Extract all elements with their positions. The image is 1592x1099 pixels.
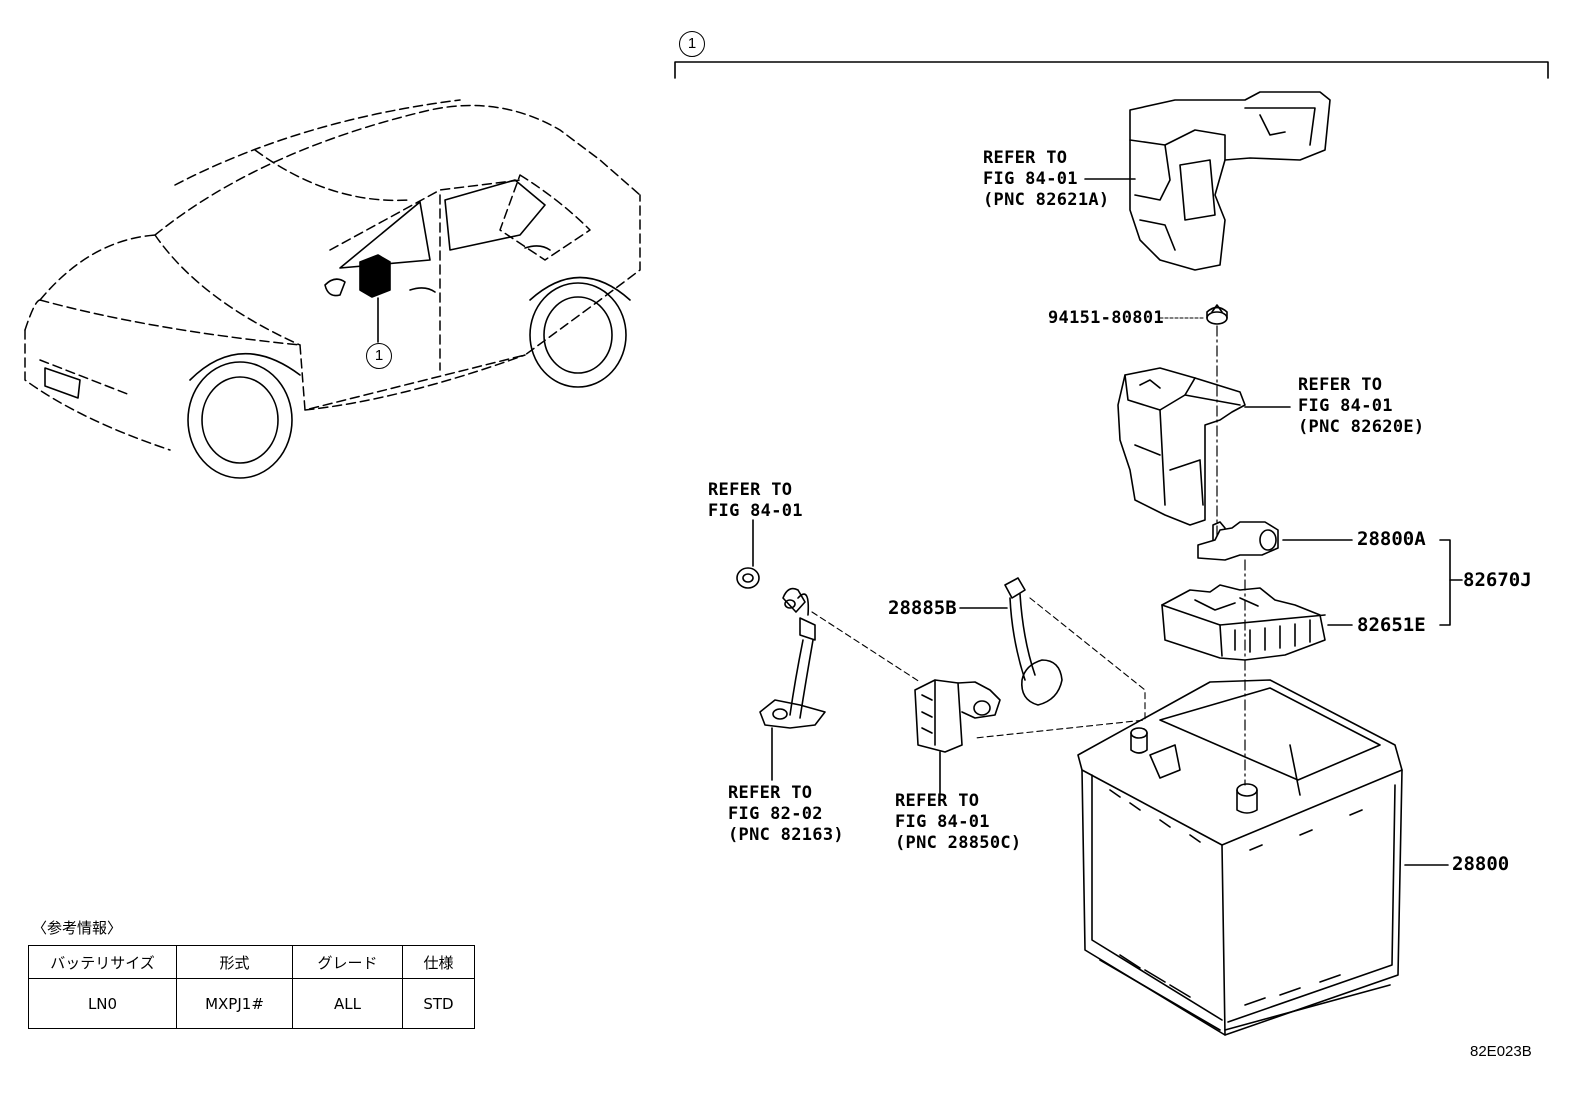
ground-bolt [736,567,760,589]
refer-terminal-label: REFER TO FIG 84-01 (PNC 28850C) [895,791,1022,853]
header-battery-size: バッテリサイズ [28,945,177,979]
cell-battery-size: LN0 [28,978,177,1029]
header-grade: グレード [292,945,403,979]
header-model: 形式 [176,945,293,979]
cable-part-number: 28885B [888,597,957,619]
vehicle-location-callout: 1 [366,343,392,369]
relay-block [1117,367,1246,526]
clamp-part-number: 28800A [1357,528,1426,550]
refer-cable-label: REFER TO FIG 82-02 (PNC 82163) [728,783,844,845]
header-spec: 仕様 [402,945,475,979]
refer-relay-block-label: REFER TO FIG 84-01 (PNC 82620E) [1298,375,1425,437]
vehicle-solid-parts [44,179,631,479]
nut-94151 [1206,304,1228,325]
ground-cable [759,587,826,729]
battery-28800 [1077,679,1403,1036]
reference-info-table: バッテリサイズ 形式 グレード 仕様 LN0 MXPJ1# ALL STD [28,945,475,1029]
terminal-28850C [914,679,1001,753]
battery-part-number: 28800 [1452,853,1510,875]
cable-28885B [1004,577,1063,706]
upper-relay-block [1129,91,1331,271]
table-header-row: バッテリサイズ 形式 グレード 仕様 [28,945,475,979]
assembly-bracket-line [674,61,1549,79]
refer-ground-bolt-label: REFER TO FIG 84-01 [708,480,803,521]
refer-upper-relay-label: REFER TO FIG 84-01 (PNC 82621A) [983,148,1110,210]
clamp-28800A [1197,521,1279,561]
assembly-callout: 1 [679,31,705,57]
battery-location-marker [359,254,391,298]
assembly-part-number: 82670J [1463,569,1532,591]
cover-82651E [1161,584,1326,661]
reference-info-title: 〈参考情報〉 [32,919,123,937]
table-row: LN0 MXPJ1# ALL STD [28,978,475,1029]
figure-code: 82E023B [1470,1043,1532,1060]
cell-spec: STD [402,978,475,1029]
cell-grade: ALL [292,978,403,1029]
cell-model: MXPJ1# [176,978,293,1029]
cover-part-number: 82651E [1357,614,1426,636]
nut-part-number: 94151-80801 [1048,308,1164,328]
vehicle-illustration [24,99,641,451]
